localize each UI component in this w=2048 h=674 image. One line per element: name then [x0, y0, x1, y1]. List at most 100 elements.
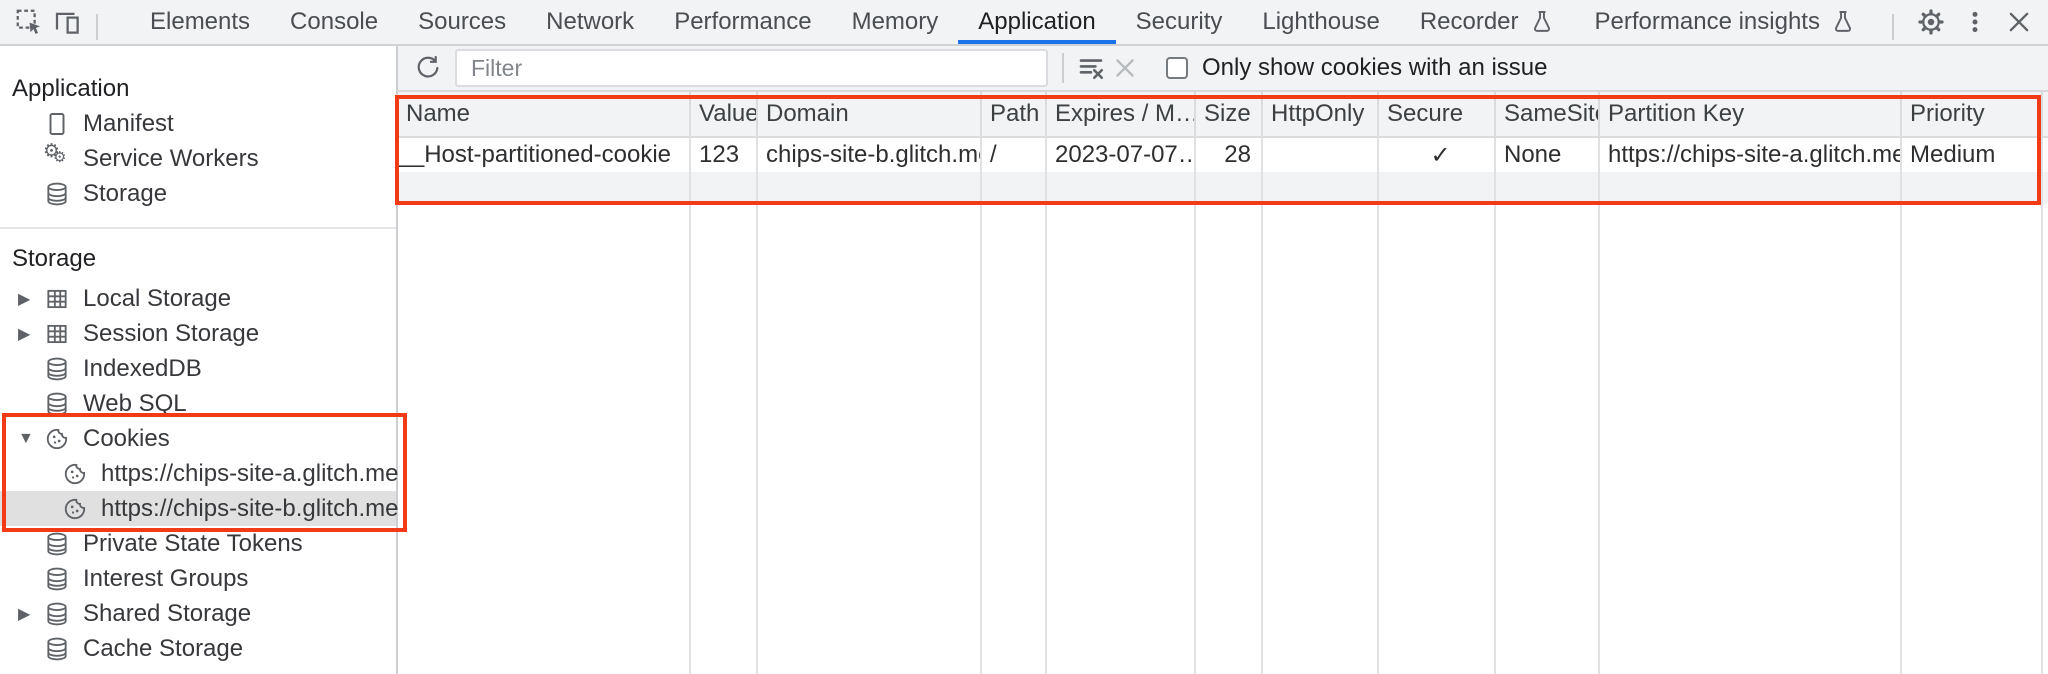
- close-icon[interactable]: [2002, 5, 2036, 39]
- column-header-secure[interactable]: Secure: [1379, 92, 1496, 136]
- clear-icon[interactable]: [1108, 51, 1142, 85]
- empty-cell: [398, 204, 691, 674]
- sidebar-item-label: https://chips-site-a.glitch.me: [101, 459, 399, 487]
- sidebar-item-indexeddb[interactable]: IndexedDB: [0, 351, 396, 386]
- sidebar-item-label: Cache Storage: [83, 634, 244, 662]
- cookie-cell-expires-m[interactable]: 2023-07-07…: [1047, 138, 1196, 172]
- filter-clear-icon[interactable]: [1074, 51, 1108, 85]
- cookie-cell-httponly[interactable]: [1263, 138, 1379, 172]
- tree-arrow-expanded[interactable]: ▼: [18, 429, 34, 447]
- table-icon: [44, 286, 70, 312]
- sidebar-item-interest-groups[interactable]: Interest Groups: [0, 561, 396, 596]
- sidebar-item-label: Private State Tokens: [83, 529, 303, 557]
- tab-memory[interactable]: Memory: [832, 0, 959, 44]
- database-icon: [44, 636, 70, 662]
- refresh-icon[interactable]: [414, 54, 442, 82]
- sidebar-item-https-chips-site-a-glitch-me[interactable]: https://chips-site-a.glitch.me: [0, 456, 399, 491]
- only-issue-label: Only show cookies with an issue: [1202, 54, 1548, 81]
- sidebar-item-cookies[interactable]: ▼Cookies: [0, 421, 396, 456]
- tab-recorder[interactable]: Recorder: [1400, 0, 1575, 44]
- empty-cell: [1196, 204, 1263, 674]
- tab-label: Sources: [418, 8, 507, 35]
- empty-cell: [758, 204, 982, 674]
- cookies-toolbar: Only show cookies with an issue: [398, 46, 2048, 92]
- sidebar-item-private-state-tokens[interactable]: Private State Tokens: [0, 526, 396, 561]
- more-options-icon[interactable]: [1958, 5, 1992, 39]
- tab-lighthouse[interactable]: Lighthouse: [1242, 0, 1399, 44]
- column-header-samesite[interactable]: SameSite: [1496, 92, 1600, 136]
- tab-performance[interactable]: Performance: [654, 0, 831, 44]
- empty-cell: [1902, 172, 2043, 204]
- inspect-icon[interactable]: [12, 5, 46, 39]
- empty-cell: [398, 172, 691, 204]
- tab-performance-insights[interactable]: Performance insights: [1575, 0, 1876, 44]
- sidebar-item-label: Interest Groups: [83, 564, 249, 592]
- cookie-cell-path[interactable]: /: [982, 138, 1047, 172]
- cookie-cell-partition-key[interactable]: https://chips-site-a.glitch.me: [1600, 138, 1902, 172]
- settings-gear-icon[interactable]: [1914, 5, 1948, 39]
- column-header-name[interactable]: Name: [398, 92, 691, 136]
- sidebar-item-label: https://chips-site-b.glitch.me: [101, 494, 399, 522]
- cookie-cell-size[interactable]: 28: [1196, 138, 1263, 172]
- only-issue-checkbox[interactable]: [1166, 57, 1188, 79]
- column-header-path[interactable]: Path: [982, 92, 1047, 136]
- tabbar-right-divider: [1892, 13, 1894, 40]
- cookie-cell-priority[interactable]: Medium: [1902, 138, 2043, 172]
- flask-icon: [1529, 9, 1555, 35]
- tree-arrow-collapsed[interactable]: ▶: [18, 325, 31, 343]
- tabbar-right-icons: [1884, 0, 2048, 44]
- sidebar-item-label: Session Storage: [83, 319, 260, 347]
- column-header-value[interactable]: Value: [691, 92, 758, 136]
- column-header-priority[interactable]: Priority: [1902, 92, 2043, 136]
- flask-icon: [1830, 9, 1856, 35]
- sidebar-item-https-chips-site-b-glitch-me[interactable]: https://chips-site-b.glitch.me: [0, 491, 399, 526]
- empty-cell: [982, 172, 1047, 204]
- column-header-domain[interactable]: Domain: [758, 92, 982, 136]
- tab-application[interactable]: Application: [958, 0, 1115, 44]
- sidebar-item-local-storage[interactable]: ▶Local Storage: [0, 281, 396, 316]
- tabbar-divider: [96, 13, 98, 40]
- column-header-httponly[interactable]: HttpOnly: [1263, 92, 1379, 136]
- sidebar-item-manifest[interactable]: Manifest: [0, 106, 396, 141]
- column-header-expires-m[interactable]: Expires / M…: [1047, 92, 1196, 136]
- tab-sources[interactable]: Sources: [398, 0, 526, 44]
- sidebar-item-service-workers[interactable]: ⚙⚙Service Workers: [0, 141, 396, 176]
- empty-cell: [1379, 172, 1496, 204]
- sidebar-item-label: Storage: [83, 179, 168, 207]
- empty-cell: [1902, 204, 2043, 674]
- empty-cell: [1047, 204, 1196, 674]
- database-icon: [44, 356, 70, 382]
- sidebar-item-storage[interactable]: Storage: [0, 176, 396, 211]
- sidebar-item-web-sql[interactable]: Web SQL: [0, 386, 396, 421]
- cookie-table-empty-stripe: [398, 172, 2048, 204]
- tabbar-left-icons: [0, 0, 108, 44]
- cookie-cell-name[interactable]: __Host-partitioned-cookie: [398, 138, 691, 172]
- sidebar-item-session-storage[interactable]: ▶ Session Storage: [0, 316, 396, 351]
- sidebar-item-shared-storage[interactable]: ▶Shared Storage: [0, 596, 396, 631]
- sidebar-item-cache-storage[interactable]: Cache Storage: [0, 631, 396, 666]
- cookie-cell-samesite[interactable]: None: [1496, 138, 1600, 172]
- tab-elements[interactable]: Elements: [130, 0, 270, 44]
- tree-arrow-collapsed[interactable]: ▶: [18, 290, 31, 308]
- column-header-size[interactable]: Size: [1196, 92, 1263, 136]
- tab-security[interactable]: Security: [1116, 0, 1243, 44]
- tab-console[interactable]: Console: [270, 0, 398, 44]
- tab-label: Network: [546, 8, 635, 35]
- cookie-cell-value[interactable]: 123: [691, 138, 758, 172]
- database-icon: [44, 566, 70, 592]
- tab-label: Performance insights: [1594, 8, 1820, 35]
- column-header-partition-key[interactable]: Partition Key: [1600, 92, 1902, 136]
- sidebar-section-application: Application: [12, 75, 130, 102]
- filter-input[interactable]: [455, 49, 1048, 87]
- device-toolbar-icon[interactable]: [50, 5, 84, 39]
- cookie-cell-domain[interactable]: chips-site-b.glitch.me: [758, 138, 982, 172]
- sidebar-item-label: IndexedDB: [83, 354, 202, 382]
- cookie-cell-secure[interactable]: ✓: [1379, 138, 1496, 172]
- tree-arrow-collapsed[interactable]: ▶: [18, 605, 31, 623]
- cookie-icon: [62, 461, 88, 487]
- tab-network[interactable]: Network: [526, 0, 654, 44]
- cookie-icon: [62, 496, 88, 522]
